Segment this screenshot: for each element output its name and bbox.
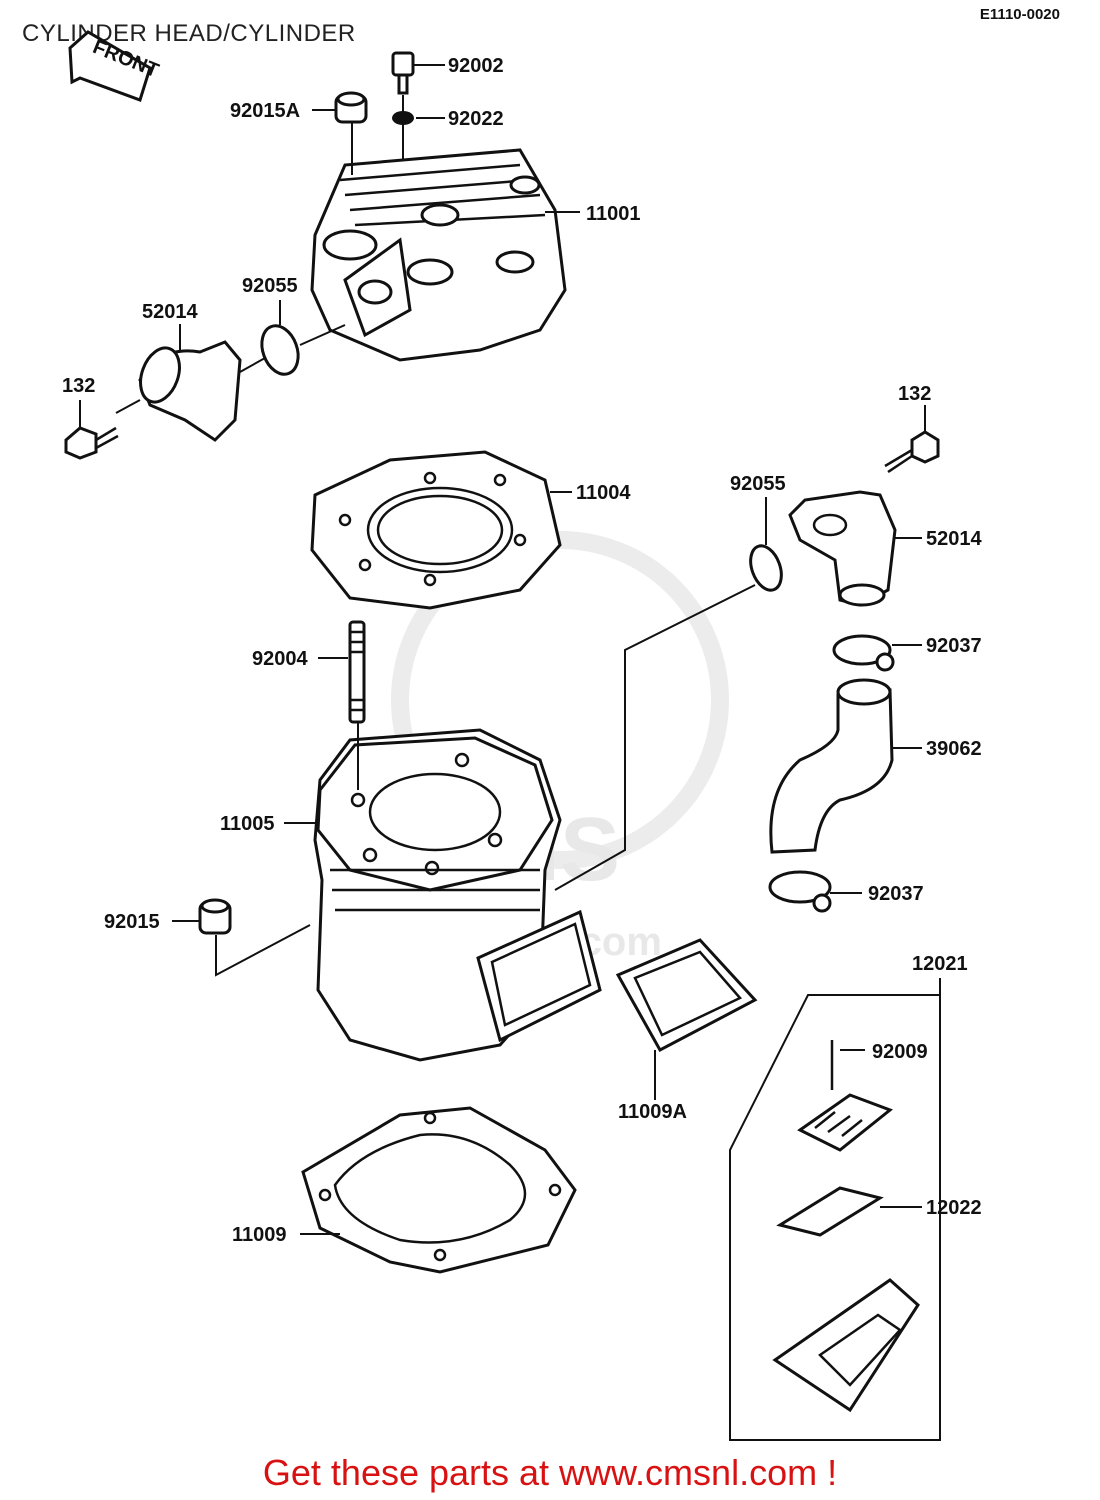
cylinder-stud[interactable]: [348, 620, 366, 724]
label-92055-left: 92055: [242, 275, 298, 297]
label-92009: 92009: [872, 1041, 928, 1063]
promo-link[interactable]: Get these parts at www.cmsnl.com !: [262, 1452, 838, 1493]
label-92037-upper: 92037: [926, 635, 982, 657]
leader-lines: [79, 64, 926, 1235]
reed-gasket[interactable]: [615, 938, 758, 1053]
bolt-132-right[interactable]: [884, 430, 940, 474]
label-92015a: 92015A: [230, 100, 300, 122]
label-12021: 12021: [912, 953, 968, 975]
label-11009a: 11009A: [618, 1101, 687, 1123]
label-12022: 12022: [926, 1197, 982, 1219]
head-nut[interactable]: [334, 91, 368, 124]
intake-reed-block[interactable]: [476, 909, 602, 1043]
label-11004: 11004: [576, 482, 631, 504]
label-92015: 92015: [104, 911, 160, 933]
label-92002: 92002: [448, 55, 504, 77]
cylinder-nut[interactable]: [198, 898, 232, 935]
head-bolt[interactable]: [391, 51, 415, 95]
part-labels: 92002 92022 92015A 11001 92055 52014 132…: [62, 55, 982, 1246]
label-92055-right: 92055: [730, 473, 786, 495]
label-92004: 92004: [252, 648, 308, 670]
water-hose[interactable]: [769, 678, 894, 854]
label-92037-lower: 92037: [868, 883, 924, 905]
base-gasket[interactable]: [301, 1106, 577, 1274]
o-ring-left[interactable]: [255, 321, 304, 380]
label-11001: 11001: [586, 203, 641, 225]
head-gasket[interactable]: [310, 450, 562, 610]
o-ring-right[interactable]: [745, 542, 787, 595]
label-11009: 11009: [232, 1224, 287, 1246]
label-52014-left: 52014: [142, 301, 198, 323]
diagram-code: E1110-0020: [979, 6, 1060, 23]
water-outlet-right[interactable]: [788, 490, 897, 607]
bolt-132-left[interactable]: [64, 426, 119, 460]
hose-clamp-lower[interactable]: [768, 870, 832, 913]
label-39062: 39062: [926, 738, 982, 760]
front-arrow-icon: FRONT: [68, 30, 162, 102]
label-11005: 11005: [220, 813, 275, 835]
label-92022: 92022: [448, 108, 504, 130]
water-outlet-left[interactable]: [134, 340, 242, 442]
label-132-right: 132: [898, 383, 931, 405]
cylinder-head[interactable]: [310, 148, 567, 362]
label-52014-right: 52014: [926, 528, 982, 550]
hose-clamp-upper[interactable]: [832, 634, 895, 672]
label-132-left: 132: [62, 375, 95, 397]
reed-valve-assembly[interactable]: [729, 978, 941, 1441]
